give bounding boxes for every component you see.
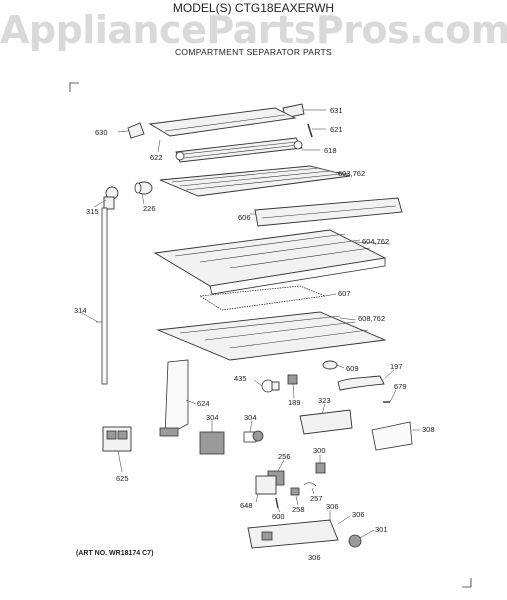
part-606[interactable] (254, 197, 403, 227)
part-608[interactable] (156, 311, 387, 361)
part-622[interactable] (148, 107, 297, 137)
label-323[interactable]: 323 (318, 396, 331, 405)
label-314[interactable]: 314 (74, 306, 87, 315)
label-603[interactable]: 603,762 (338, 169, 365, 178)
part-600[interactable] (275, 497, 279, 509)
label-304b[interactable]: 304 (244, 413, 257, 422)
label-257[interactable]: 257 (310, 494, 323, 503)
label-300[interactable]: 300 (313, 446, 326, 455)
label-631[interactable]: 631 (330, 106, 343, 115)
part-625[interactable] (102, 426, 132, 452)
label-607[interactable]: 607 (338, 289, 351, 298)
part-604[interactable] (153, 229, 387, 295)
label-608[interactable]: 608,762 (358, 314, 385, 323)
label-621[interactable]: 621 (330, 125, 343, 134)
part-304a[interactable] (199, 431, 225, 455)
part-315[interactable] (103, 186, 119, 210)
label-679[interactable]: 679 (394, 382, 407, 391)
label-301[interactable]: 301 (375, 525, 388, 534)
label-618[interactable]: 618 (324, 146, 337, 155)
label-648[interactable]: 648 (240, 501, 253, 510)
label-258[interactable]: 258 (292, 505, 305, 514)
label-600[interactable]: 600 (272, 512, 285, 521)
diagram-subtitle: COMPARTMENT SEPARATOR PARTS (174, 47, 333, 57)
part-306a[interactable] (247, 519, 339, 549)
part-603[interactable] (159, 165, 351, 197)
label-609[interactable]: 609 (346, 364, 359, 373)
corner-marks (69, 82, 472, 588)
part-624[interactable] (159, 359, 189, 437)
label-630[interactable]: 630 (95, 128, 108, 137)
label-304a[interactable]: 304 (206, 413, 219, 422)
part-257[interactable] (303, 482, 317, 487)
part-301[interactable] (348, 534, 362, 548)
part-607[interactable] (198, 285, 327, 311)
label-625[interactable]: 625 (116, 474, 129, 483)
part-630[interactable] (127, 122, 145, 139)
part-621[interactable] (307, 123, 313, 138)
label-256[interactable]: 256 (278, 452, 291, 461)
label-306c[interactable]: 306 (308, 553, 321, 562)
art-number: (ART NO. WR18174 C7) (76, 550, 154, 557)
label-226[interactable]: 226 (143, 204, 156, 213)
label-624[interactable]: 624 (197, 399, 210, 408)
label-308[interactable]: 308 (422, 425, 435, 434)
part-618[interactable] (175, 137, 303, 163)
part-189[interactable] (287, 374, 298, 385)
part-648[interactable] (255, 475, 277, 495)
watermark: AppliancePartsPros.com (0, 8, 507, 52)
label-604[interactable]: 604,762 (362, 237, 389, 246)
part-197[interactable] (337, 375, 385, 391)
label-622[interactable]: 622 (150, 153, 163, 162)
part-609[interactable] (322, 360, 338, 370)
part-300[interactable] (315, 462, 326, 474)
label-306b[interactable]: 306 (352, 510, 365, 519)
part-314[interactable] (96, 207, 108, 385)
label-315[interactable]: 315 (86, 207, 99, 216)
part-323[interactable] (299, 409, 353, 435)
label-189[interactable]: 189 (288, 398, 301, 407)
model-title: MODEL(S) CTG18EAXERWH (172, 1, 335, 15)
part-304b[interactable] (243, 430, 264, 443)
label-606[interactable]: 606 (238, 213, 251, 222)
part-258[interactable] (290, 487, 300, 496)
label-306a[interactable]: 306 (326, 502, 339, 511)
part-435[interactable] (261, 379, 280, 393)
label-435[interactable]: 435 (234, 374, 247, 383)
part-labels: 631 630 621 622 618 603,762 315 226 606 … (74, 106, 435, 562)
part-308[interactable] (371, 421, 413, 451)
part-226[interactable] (134, 181, 153, 195)
leader-lines (81, 109, 420, 539)
label-197[interactable]: 197 (390, 362, 403, 371)
